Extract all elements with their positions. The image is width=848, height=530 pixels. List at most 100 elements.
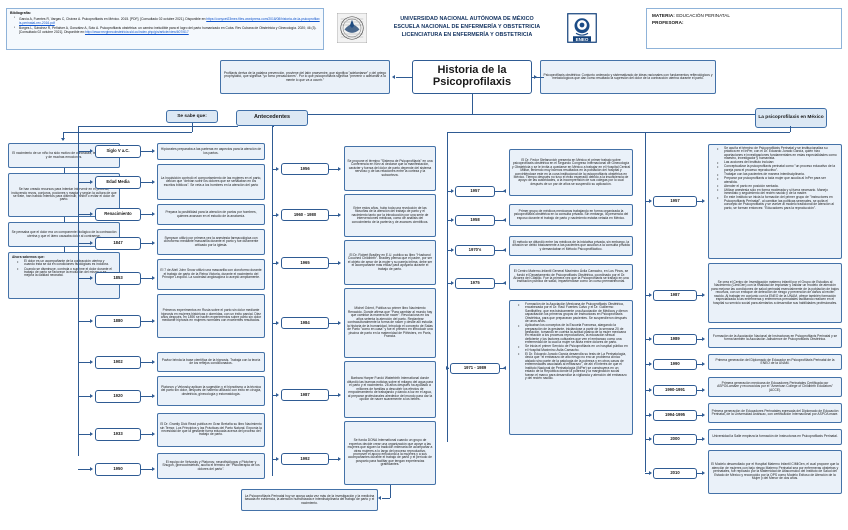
timeline-year[interactable]: 2010	[653, 468, 697, 479]
connector-line	[192, 123, 193, 132]
eneo-seal-icon: ENEO	[567, 13, 597, 43]
timeline-year[interactable]: 1994-1995	[653, 410, 697, 421]
arrow-right-icon	[152, 148, 155, 153]
arrow-right-icon	[90, 466, 93, 471]
timeline-year[interactable]: 1933	[95, 428, 141, 441]
timeline-year[interactable]: 1920	[95, 390, 141, 403]
timeline-text: Primera generación de Educadores Perinat…	[708, 403, 842, 423]
timeline-year[interactable]: 1992	[281, 453, 329, 465]
timeline-year[interactable]: 1902	[95, 356, 141, 369]
bibliography-item-text: Borges L, Sánchez R, Peñalver A, Gonzále…	[19, 26, 317, 35]
arrow-right-icon	[152, 240, 155, 245]
university-line-3: LICENCIATURA EN ENFERMERÍA Y OBSTETRICIA	[401, 31, 533, 38]
timeline-text: El método se difundió entre los médicos …	[509, 236, 633, 256]
arrow-right-icon	[152, 359, 155, 364]
list-item: Conceptualizar la psicoprofilaxis perina…	[717, 165, 838, 172]
timeline-year[interactable]: 1956	[281, 163, 329, 175]
profesora-label: PROFESORA:	[652, 20, 684, 26]
arrow-right-icon	[152, 275, 155, 280]
timeline-year[interactable]: 1990	[653, 359, 697, 370]
bibliography-item-text: García A, Fuentes R, Vargas C, Chávez A.…	[19, 16, 207, 21]
branch-antecedentes[interactable]: Antecedentes	[236, 110, 308, 126]
timeline-year[interactable]: 1989	[653, 334, 697, 345]
timeline-year[interactable]: Renacimiento	[95, 208, 141, 221]
timeline-text: El Dr. Robert Bradley en E.U. publico su…	[344, 240, 436, 285]
bibliography-list: García A, Fuentes R, Vargas C, Chávez A.…	[10, 16, 320, 35]
timeline-year[interactable]: 1990-1991	[653, 385, 697, 396]
arrow-right-icon	[90, 275, 93, 280]
list-item: Formación de la Asociación Mexicana de P…	[518, 302, 629, 324]
definition-left-box: Profilaxis deriva de la palabra prevenci…	[220, 60, 390, 94]
ahora-sabemos-box: Ahora sabemos que: El dolor es un acompa…	[8, 252, 120, 299]
arrow-right-icon	[338, 260, 341, 265]
arrow-right-icon	[338, 456, 341, 461]
list-item: Se inicia el primer Servicio de Psicopro…	[518, 345, 629, 352]
timeline-text: Primeros experimentos en Rusia sobre el …	[157, 294, 265, 338]
timeline-year[interactable]: Edad Media	[95, 176, 141, 189]
timeline-year[interactable]: Siglo V a.C.	[95, 145, 141, 158]
arrow-right-icon	[338, 392, 341, 397]
materia-panel: MATERIA: EDUCACIÓN PERINATAL PROFESORA:	[646, 8, 842, 49]
arrow-left-icon	[503, 188, 506, 193]
connector-line	[64, 247, 65, 252]
arrow-right-icon	[90, 179, 93, 184]
list-item: Se acuña el término de Psicoprofiláxis P…	[717, 146, 838, 161]
connector-line	[64, 217, 65, 222]
timeline-year[interactable]: 1960 - 1980	[281, 209, 329, 221]
arrow-right-icon	[451, 217, 454, 222]
timeline-year[interactable]: 1984	[281, 317, 329, 329]
timeline-text: Primer grupo de médicos mexicanos trabaj…	[509, 204, 633, 226]
bibliography-item-link[interactable]: https://conycet23mex.files.wordpress.com…	[19, 16, 320, 25]
timeline-year[interactable]: 1975	[455, 278, 495, 289]
timeline-year[interactable]: 1971 - 1989	[450, 363, 500, 374]
timeline-year[interactable]: 1987	[281, 389, 329, 401]
arrow-left-icon	[503, 247, 506, 252]
materia-row: MATERIA: EDUCACIÓN PERINATAL	[652, 12, 836, 19]
timeline-year[interactable]: 1987	[653, 290, 697, 301]
timeline-text: Pavlov brinda la base científica de la h…	[157, 352, 265, 372]
closing-statement-box: La Psicoprofilaxis Perinatal hoy se apoy…	[241, 489, 378, 511]
arrow-right-icon	[152, 318, 155, 323]
university-header: UNIVERSIDAD NACIONAL AUTÓNOMA DE MÉXICO …	[337, 7, 597, 49]
connector-line	[390, 485, 391, 498]
arrow-right-icon	[649, 387, 652, 392]
timeline-year[interactable]: 2000	[653, 434, 697, 445]
arrow-right-icon	[90, 148, 93, 153]
timeline-year[interactable]: 1965	[281, 257, 329, 269]
materia-label: MATERIA:	[652, 13, 675, 18]
timeline-year[interactable]: 1970's	[455, 245, 495, 256]
arrow-right-icon	[276, 456, 279, 461]
timeline-year[interactable]: 1957	[455, 186, 495, 197]
bibliography-item-link[interactable]: http://www.revginecobstetricia.sld.cu/in…	[84, 30, 189, 35]
timeline-text: Michel Odent, Publica su primer libro Na…	[344, 288, 436, 358]
arrow-right-icon	[451, 247, 454, 252]
timeline-text: Primera generación mexicana de Educadore…	[708, 377, 842, 397]
connector-line	[532, 77, 544, 78]
arrow-right-icon	[338, 320, 341, 325]
timeline-text: El Dr. Fedor Stefanovich presenta en Méx…	[509, 149, 633, 196]
bibliography-item: García A, Fuentes R, Vargas C, Chávez A.…	[14, 16, 320, 25]
arrow-right-icon	[649, 412, 652, 417]
arrow-left-icon	[503, 280, 506, 285]
timeline-year[interactable]: 1880	[95, 315, 141, 328]
timeline-year[interactable]: 1957	[653, 196, 697, 207]
branch-se-sabe-que[interactable]: Se sabe que:	[166, 110, 218, 123]
timeline-spine	[447, 132, 448, 442]
university-name: UNIVERSIDAD NACIONAL AUTÓNOMA DE MÉXICO …	[372, 16, 562, 39]
timeline-year[interactable]: 1853	[95, 272, 141, 285]
timeline-spine	[645, 132, 646, 472]
timeline-year[interactable]: 1847	[95, 237, 141, 250]
arrow-right-icon	[338, 166, 341, 171]
branch-mexico[interactable]: La psicoprofilaxis en México	[755, 108, 827, 128]
timeline-year[interactable]: 1950	[95, 463, 141, 476]
timeline-spine	[272, 126, 273, 476]
arrow-right-icon	[276, 166, 279, 171]
list-item: En este Instituto se inicia la formación…	[717, 196, 838, 210]
connector-line	[78, 126, 238, 127]
arrow-right-icon	[649, 336, 652, 341]
timeline-year[interactable]: 1958	[455, 215, 495, 226]
arrow-right-icon	[90, 318, 93, 323]
timeline-text: Se propone el término "Sistema de Psicop…	[344, 146, 436, 191]
arrow-right-icon	[702, 198, 705, 203]
profesora-row: PROFESORA:	[652, 19, 836, 26]
